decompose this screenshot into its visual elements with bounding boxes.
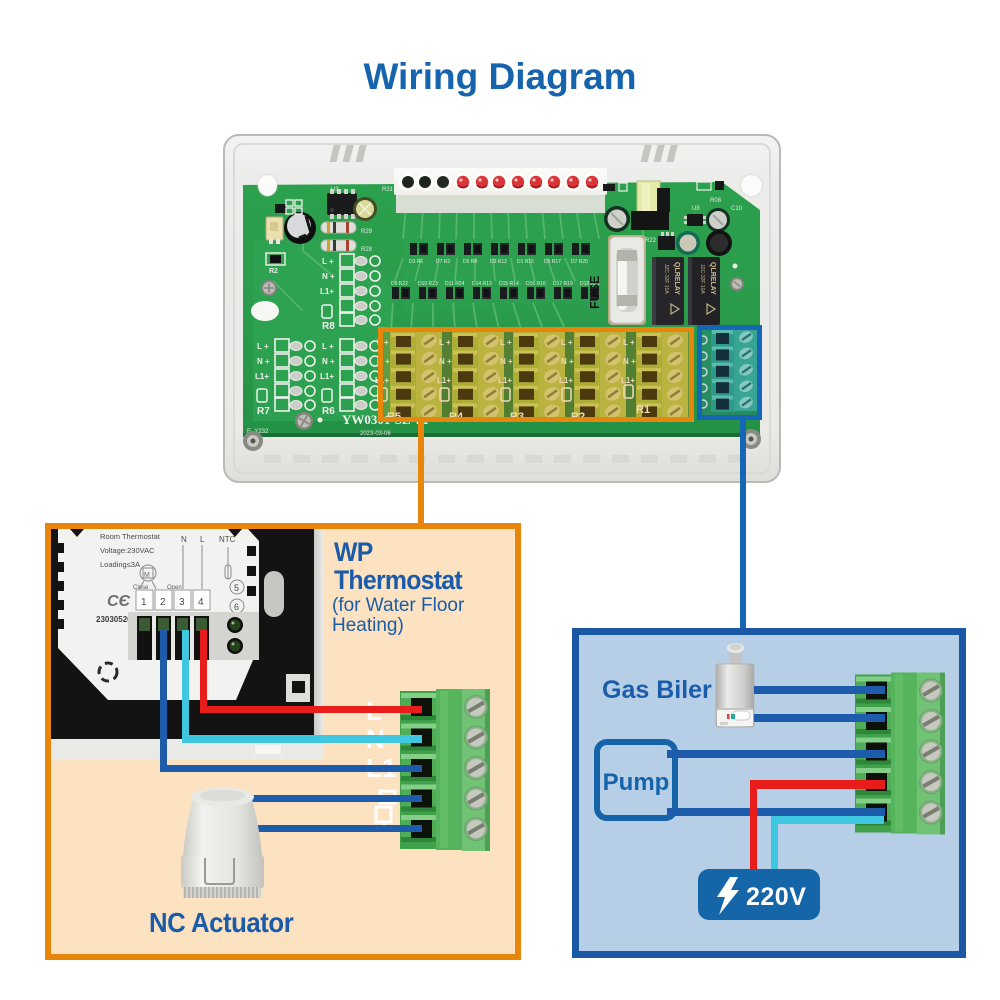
svg-text:R7: R7 — [257, 406, 270, 417]
svg-text:N +: N + — [322, 272, 335, 281]
svg-text:L1+: L1+ — [320, 287, 334, 296]
svg-text:2: 2 — [160, 597, 166, 608]
svg-text:D18 R21: D18 R21 — [580, 281, 600, 287]
svg-text:R1: R1 — [636, 404, 650, 416]
svg-text:QLRELAY: QLRELAY — [709, 262, 716, 295]
svg-text:N +: N + — [377, 357, 390, 366]
svg-text:L1+: L1+ — [437, 376, 451, 385]
svg-text:D7 R2: D7 R2 — [436, 259, 450, 265]
svg-text:1: 1 — [141, 597, 147, 608]
svg-text:D16 R16: D16 R16 — [526, 281, 546, 287]
svg-text:Loading≤3A: Loading≤3A — [100, 560, 140, 569]
svg-text:D10 R23: D10 R23 — [418, 281, 438, 287]
svg-text:JZC-32F 10A: JZC-32F 10A — [663, 264, 669, 294]
svg-text:D5 R17: D5 R17 — [544, 259, 561, 265]
svg-text:R29: R29 — [361, 229, 373, 235]
svg-text:L1+: L1+ — [621, 376, 635, 385]
svg-text:R22: R22 — [645, 238, 657, 244]
svg-text:QLRELAY: QLRELAY — [673, 262, 680, 295]
svg-text:D3 R12: D3 R12 — [490, 259, 507, 265]
svg-text:4: 4 — [198, 597, 204, 608]
svg-text:D5 R8: D5 R8 — [463, 259, 477, 265]
svg-text:R6: R6 — [322, 406, 335, 417]
svg-text:R8: R8 — [322, 321, 335, 332]
svg-text:3: 3 — [179, 597, 185, 608]
svg-text:L: L — [200, 535, 205, 544]
svg-text:N: N — [181, 535, 187, 544]
svg-text:D9 R22: D9 R22 — [391, 281, 408, 287]
svg-text:23030526: 23030526 — [96, 615, 132, 624]
svg-text:NTC: NTC — [219, 535, 236, 544]
svg-text:N +: N + — [561, 357, 574, 366]
svg-text:6: 6 — [234, 602, 239, 612]
svg-text:D17 R19: D17 R19 — [553, 281, 573, 287]
svg-text:Room Thermostat: Room Thermostat — [100, 532, 161, 541]
svg-text:R28: R28 — [361, 247, 373, 253]
svg-text:JZC-32F 10A: JZC-32F 10A — [699, 264, 705, 294]
svg-text:L +: L + — [322, 257, 334, 266]
svg-text:5: 5 — [234, 583, 239, 593]
svg-text:R2: R2 — [269, 268, 278, 275]
svg-text:N +: N + — [623, 357, 636, 366]
svg-text:D15 R14: D15 R14 — [499, 281, 519, 287]
svg-text:L1+: L1+ — [498, 376, 512, 385]
svg-text:D11 R24: D11 R24 — [445, 281, 465, 287]
svg-text:L +: L + — [561, 338, 573, 347]
svg-text:D3 R6: D3 R6 — [409, 259, 423, 265]
svg-text:2023-03-06: 2023-03-06 — [360, 431, 391, 437]
svg-text:L +: L + — [439, 338, 451, 347]
svg-text:FUSE: FUSE — [588, 276, 602, 309]
svg-text:D7 R20: D7 R20 — [571, 259, 588, 265]
svg-text:R31: R31 — [382, 187, 394, 193]
svg-text:CЄ: CЄ — [107, 593, 131, 610]
svg-text:Voltage:230VAC: Voltage:230VAC — [100, 546, 155, 555]
svg-text:N +: N + — [500, 357, 513, 366]
svg-text:U8: U8 — [692, 206, 700, 212]
svg-text:C10: C10 — [731, 206, 743, 212]
svg-text:L +: L + — [623, 338, 635, 347]
svg-text:M: M — [144, 572, 150, 579]
svg-text:L1+: L1+ — [559, 376, 573, 385]
svg-text:D14 R13: D14 R13 — [472, 281, 492, 287]
svg-text:E_Y232: E_Y232 — [247, 429, 269, 435]
svg-text:R08: R08 — [710, 198, 722, 204]
svg-text:Open: Open — [167, 585, 182, 591]
svg-text:L +: L + — [500, 338, 512, 347]
svg-text:U3: U3 — [331, 187, 339, 193]
svg-text:N +: N + — [439, 357, 452, 366]
svg-text:D1 R15: D1 R15 — [517, 259, 534, 265]
svg-text:Close: Close — [133, 585, 149, 591]
